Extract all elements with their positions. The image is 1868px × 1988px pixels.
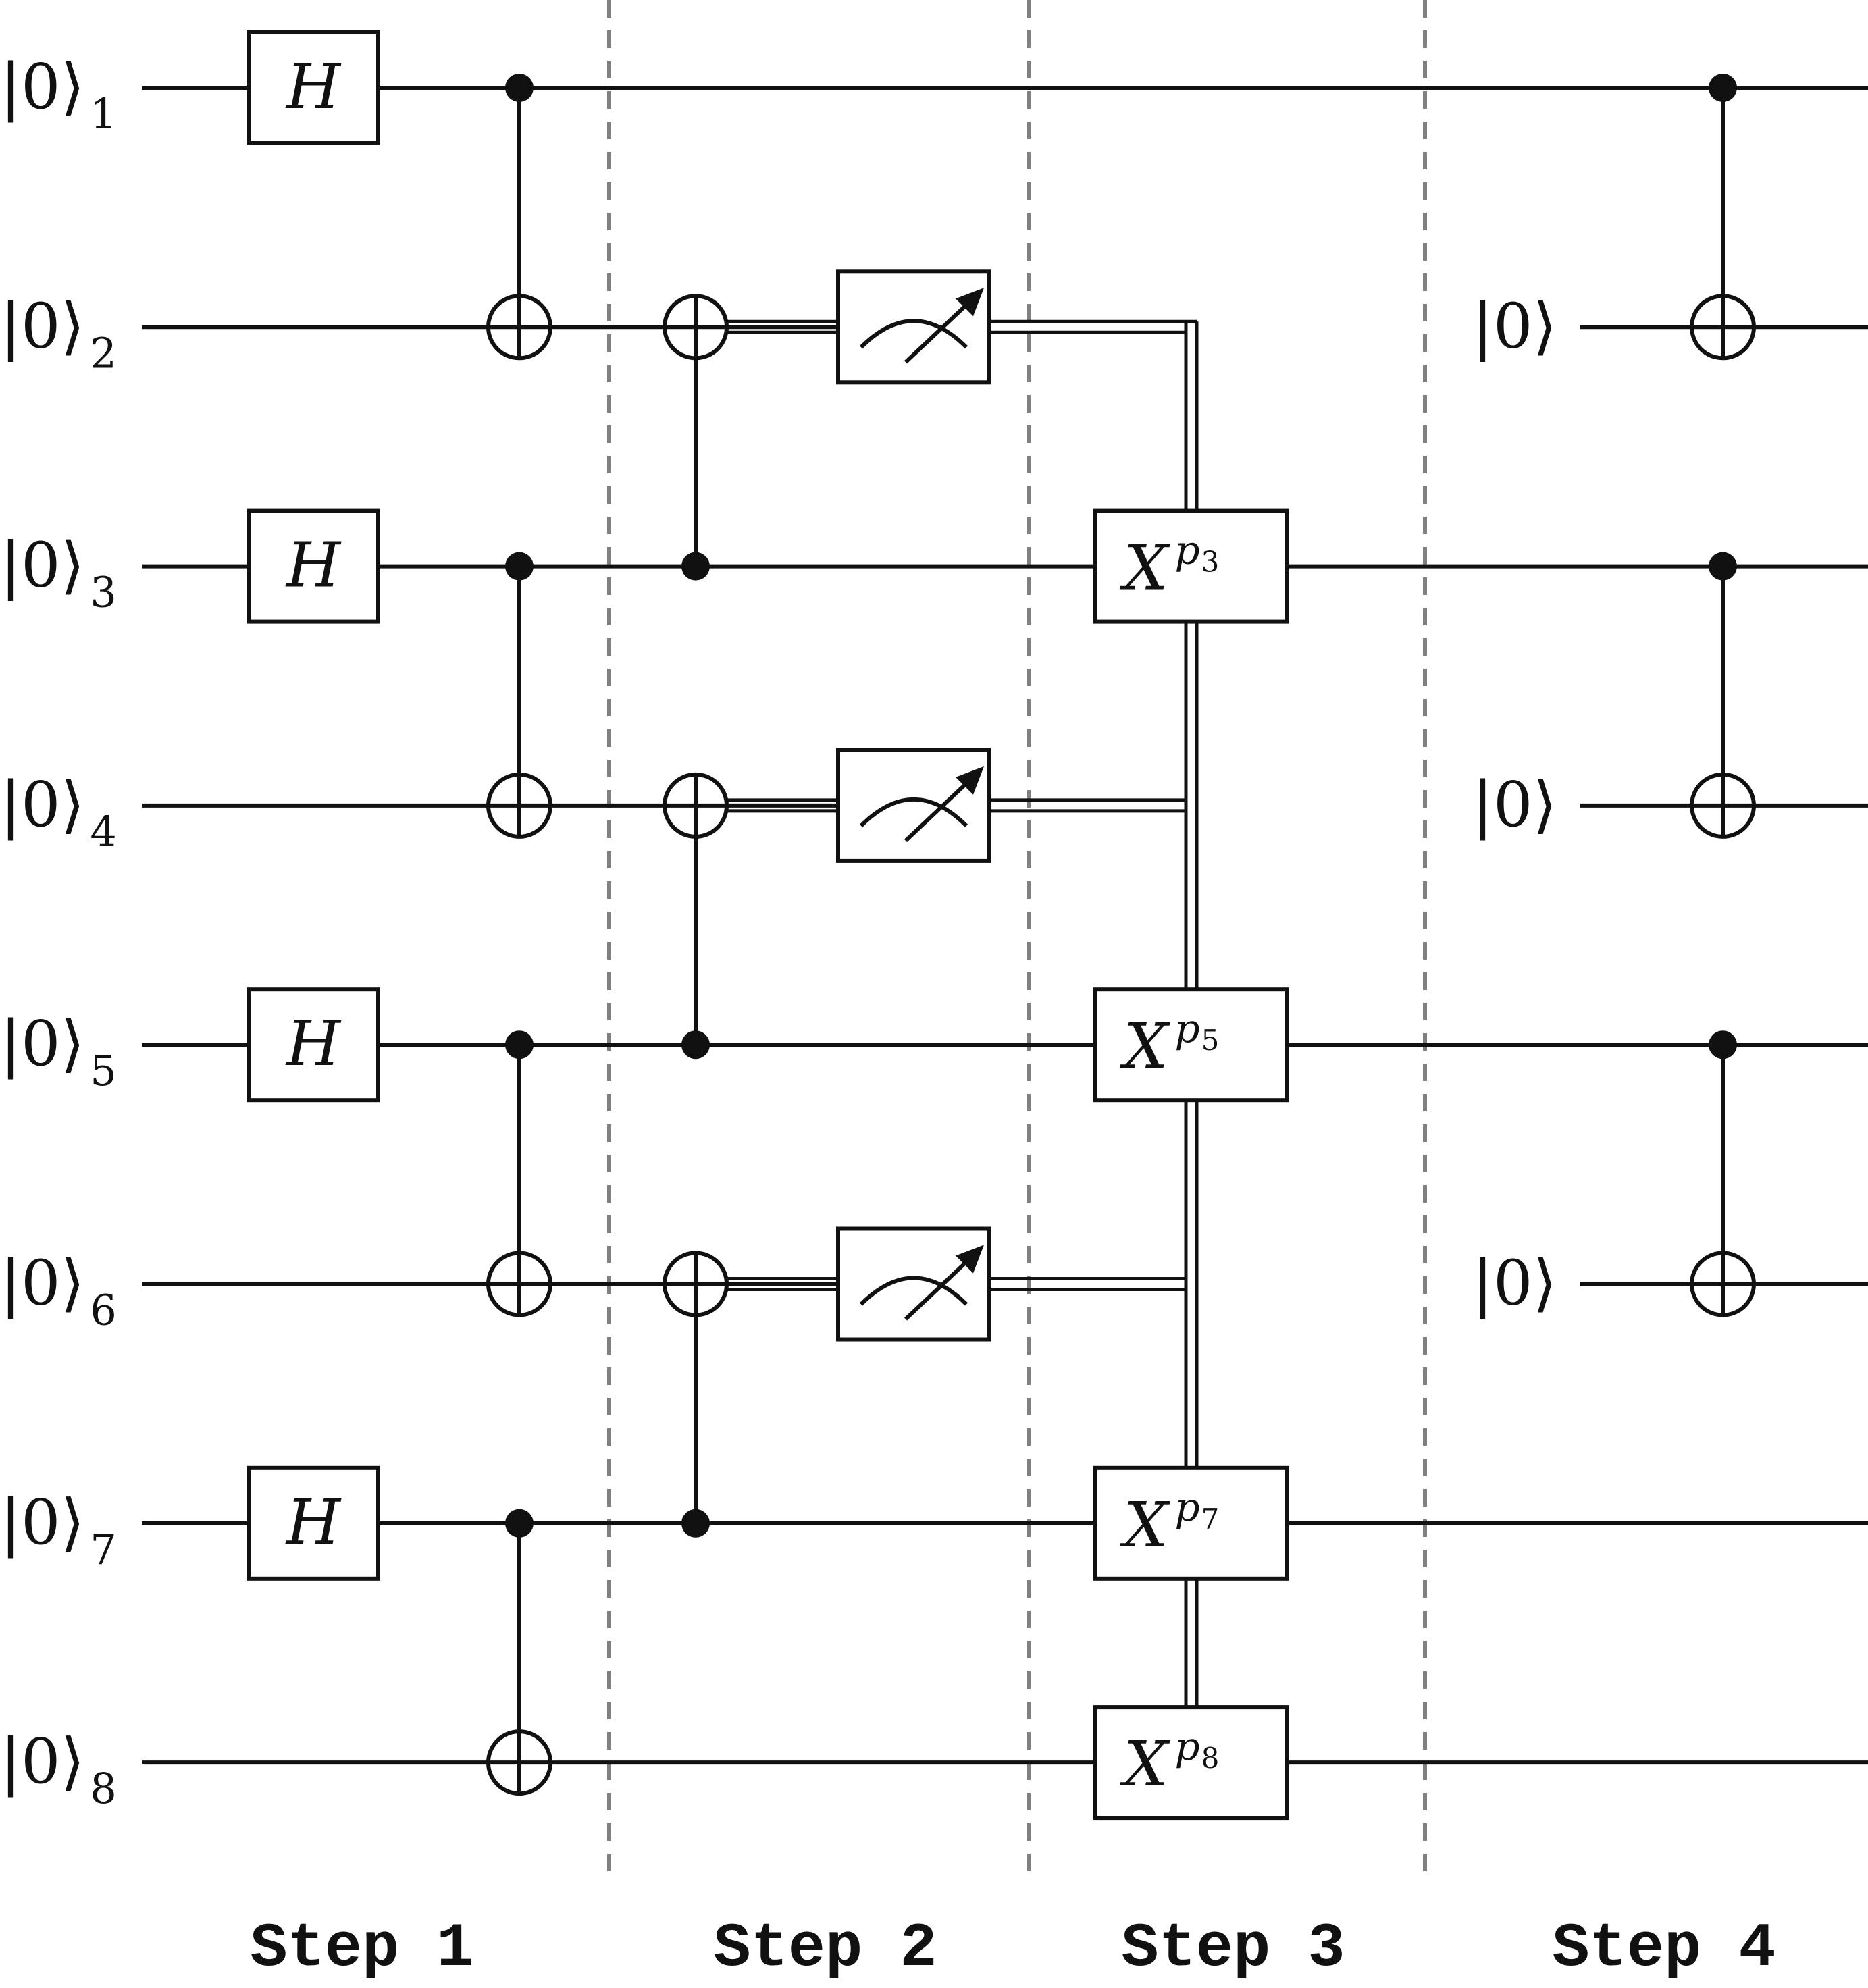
correction-gate-3 bbox=[1093, 508, 1289, 624]
step1-cnot-4-control-dot bbox=[505, 1509, 534, 1538]
step2-cnot-2-control-dot bbox=[681, 1030, 710, 1060]
step1-cnot-3-control-dot bbox=[505, 1030, 534, 1060]
qubit-label-6: |0⟩6 bbox=[0, 1247, 117, 1335]
step-label-2: Step 2 bbox=[713, 1913, 937, 1984]
hadamard-gate-1 bbox=[247, 30, 380, 145]
step-labels: Step 1 Step 2 Step 3 Step 4 bbox=[250, 1913, 1775, 1984]
step4-cnot-2-control-dot bbox=[1709, 552, 1737, 581]
hadamard-gate-7 bbox=[247, 1465, 380, 1581]
qubit-label-7: |0⟩7 bbox=[0, 1486, 117, 1574]
correction-gate-8 bbox=[1093, 1705, 1289, 1821]
measurement-meter-6 bbox=[836, 1226, 991, 1342]
meter-arrowhead-4 bbox=[956, 766, 984, 795]
step1-cnot-1-control-dot bbox=[505, 74, 534, 102]
step4-cnot-1-control-dot bbox=[1709, 74, 1737, 102]
hadamard-label-5: H bbox=[285, 1008, 342, 1080]
qubit-label-5: |0⟩5 bbox=[0, 1008, 117, 1095]
meter-arrowhead-6 bbox=[956, 1245, 984, 1274]
meter-arc-2 bbox=[859, 319, 968, 349]
step1-cnot-2-control-dot bbox=[505, 552, 534, 581]
step-separators bbox=[607, 0, 1427, 1884]
meter-arc-6 bbox=[859, 1276, 968, 1306]
step-label-4: Step 4 bbox=[1552, 1913, 1775, 1984]
measurement-meter-4 bbox=[836, 748, 991, 863]
step2-cnot-3-control-dot bbox=[681, 1509, 710, 1538]
correction-gate-5 bbox=[1093, 987, 1289, 1103]
qubit-label-4: |0⟩4 bbox=[0, 768, 117, 856]
hadamard-label-3: H bbox=[285, 529, 342, 602]
qubit-label-1: |0⟩1 bbox=[0, 51, 117, 138]
correction-gate-7 bbox=[1093, 1465, 1289, 1581]
qubit-label-2: |0⟩2 bbox=[0, 290, 117, 377]
hadamard-label-7: H bbox=[285, 1486, 342, 1559]
meter-arc-4 bbox=[859, 797, 968, 828]
step4-cnot-3-control-dot bbox=[1709, 1030, 1737, 1060]
measurement-meter-2 bbox=[836, 269, 991, 385]
hadamard-gate-5 bbox=[247, 987, 380, 1103]
step-label-3: Step 3 bbox=[1121, 1913, 1345, 1984]
qubit-label-3: |0⟩3 bbox=[0, 529, 117, 617]
qubit-wires bbox=[142, 86, 1868, 1765]
qubit-label-8: |0⟩8 bbox=[0, 1725, 117, 1813]
reset-state-label-4: |0⟩ bbox=[1472, 768, 1557, 841]
reset-state-label-6: |0⟩ bbox=[1472, 1247, 1557, 1319]
hadamard-label-1: H bbox=[285, 51, 342, 123]
qubit-labels: |0⟩1 |0⟩2 |0⟩3 |0⟩4 |0⟩5 |0⟩6 |0⟩7 |0⟩8 |0⟩ |0⟩ |0… bbox=[0, 51, 1557, 1813]
hadamard-gate-3 bbox=[247, 508, 380, 624]
step2-cnot-1-control-dot bbox=[681, 552, 710, 581]
step-label-1: Step 1 bbox=[250, 1913, 473, 1984]
reset-state-label-2: |0⟩ bbox=[1472, 290, 1557, 362]
meter-arrowhead-2 bbox=[956, 288, 984, 317]
